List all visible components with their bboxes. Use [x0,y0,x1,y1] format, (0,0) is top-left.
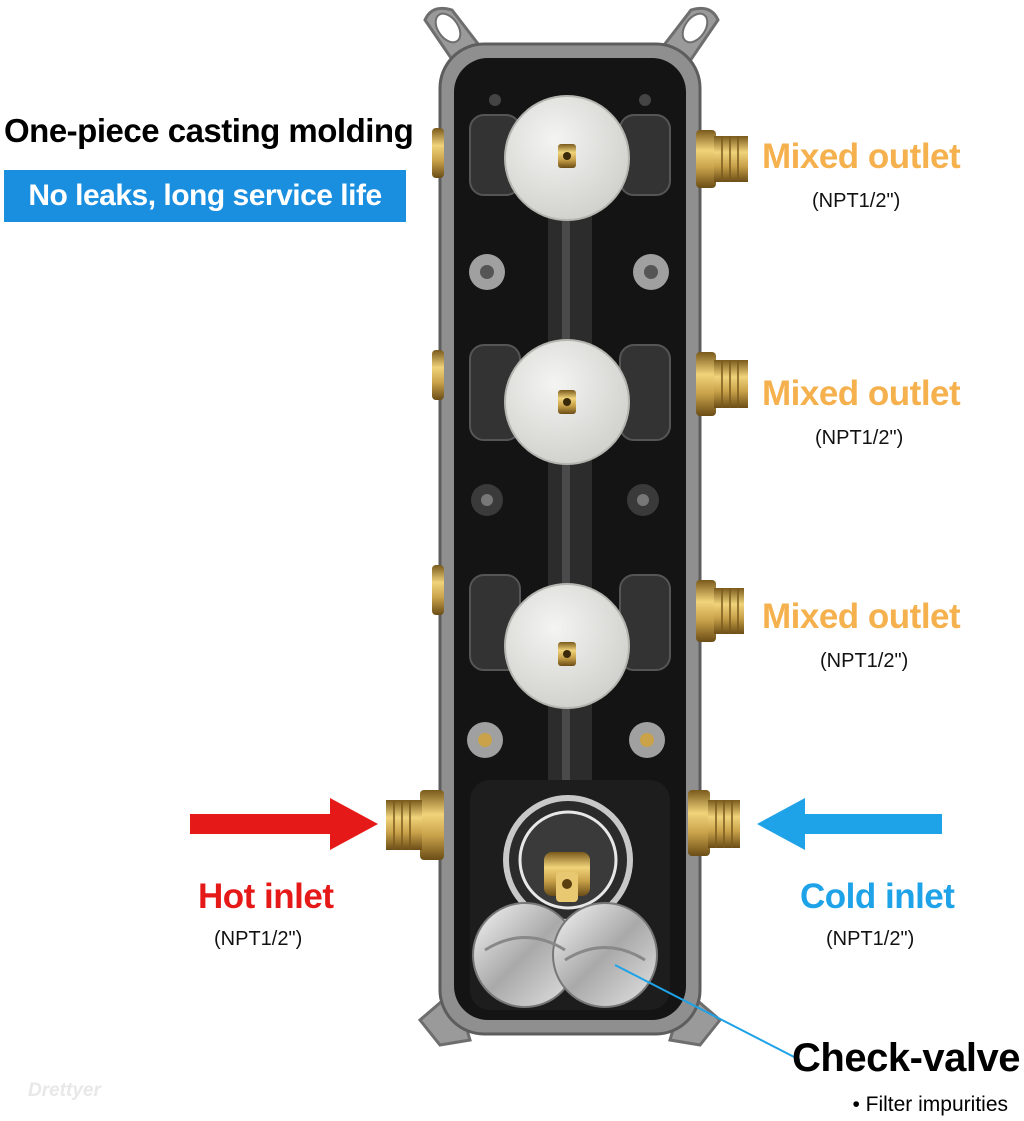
outlet-spec-3: (NPT1/2") [820,650,909,672]
outlet-label-2: Mixed outlet [762,374,961,413]
check-valve-note: • Filter impurities [852,1093,1008,1116]
headline: One-piece casting molding [4,112,414,149]
outlet-label-3: Mixed outlet [762,597,961,636]
valve-disc-2 [504,339,630,465]
outlet-label-1: Mixed outlet [762,137,961,176]
cold-inlet-arrow [757,798,942,850]
hot-inlet-arrow [190,798,378,850]
cold-inlet-fitting [688,790,740,856]
cold-inlet-spec: (NPT1/2") [826,928,915,950]
valve-disc-3 [504,583,630,709]
hot-inlet-spec: (NPT1/2") [214,928,303,950]
cold-inlet-label: Cold inlet [800,877,955,916]
outlet-fitting-3 [696,580,744,642]
brand-watermark: Drettyer [28,1080,101,1101]
hot-inlet-fitting [386,790,444,860]
outlet-spec-2: (NPT1/2") [815,427,904,449]
outlet-fitting-1 [696,130,748,188]
valve-disc-1 [504,95,630,221]
feature-badge: No leaks, long service life [4,170,406,222]
outlet-fitting-2 [696,352,748,416]
check-valve-discs [472,902,658,1008]
outlet-spec-1: (NPT1/2") [812,190,901,212]
screw-bosses [467,94,669,758]
check-valve-pointer [614,964,801,1061]
check-valve-title: Check-valve [792,1036,1020,1080]
hot-inlet-label: Hot inlet [198,877,334,916]
